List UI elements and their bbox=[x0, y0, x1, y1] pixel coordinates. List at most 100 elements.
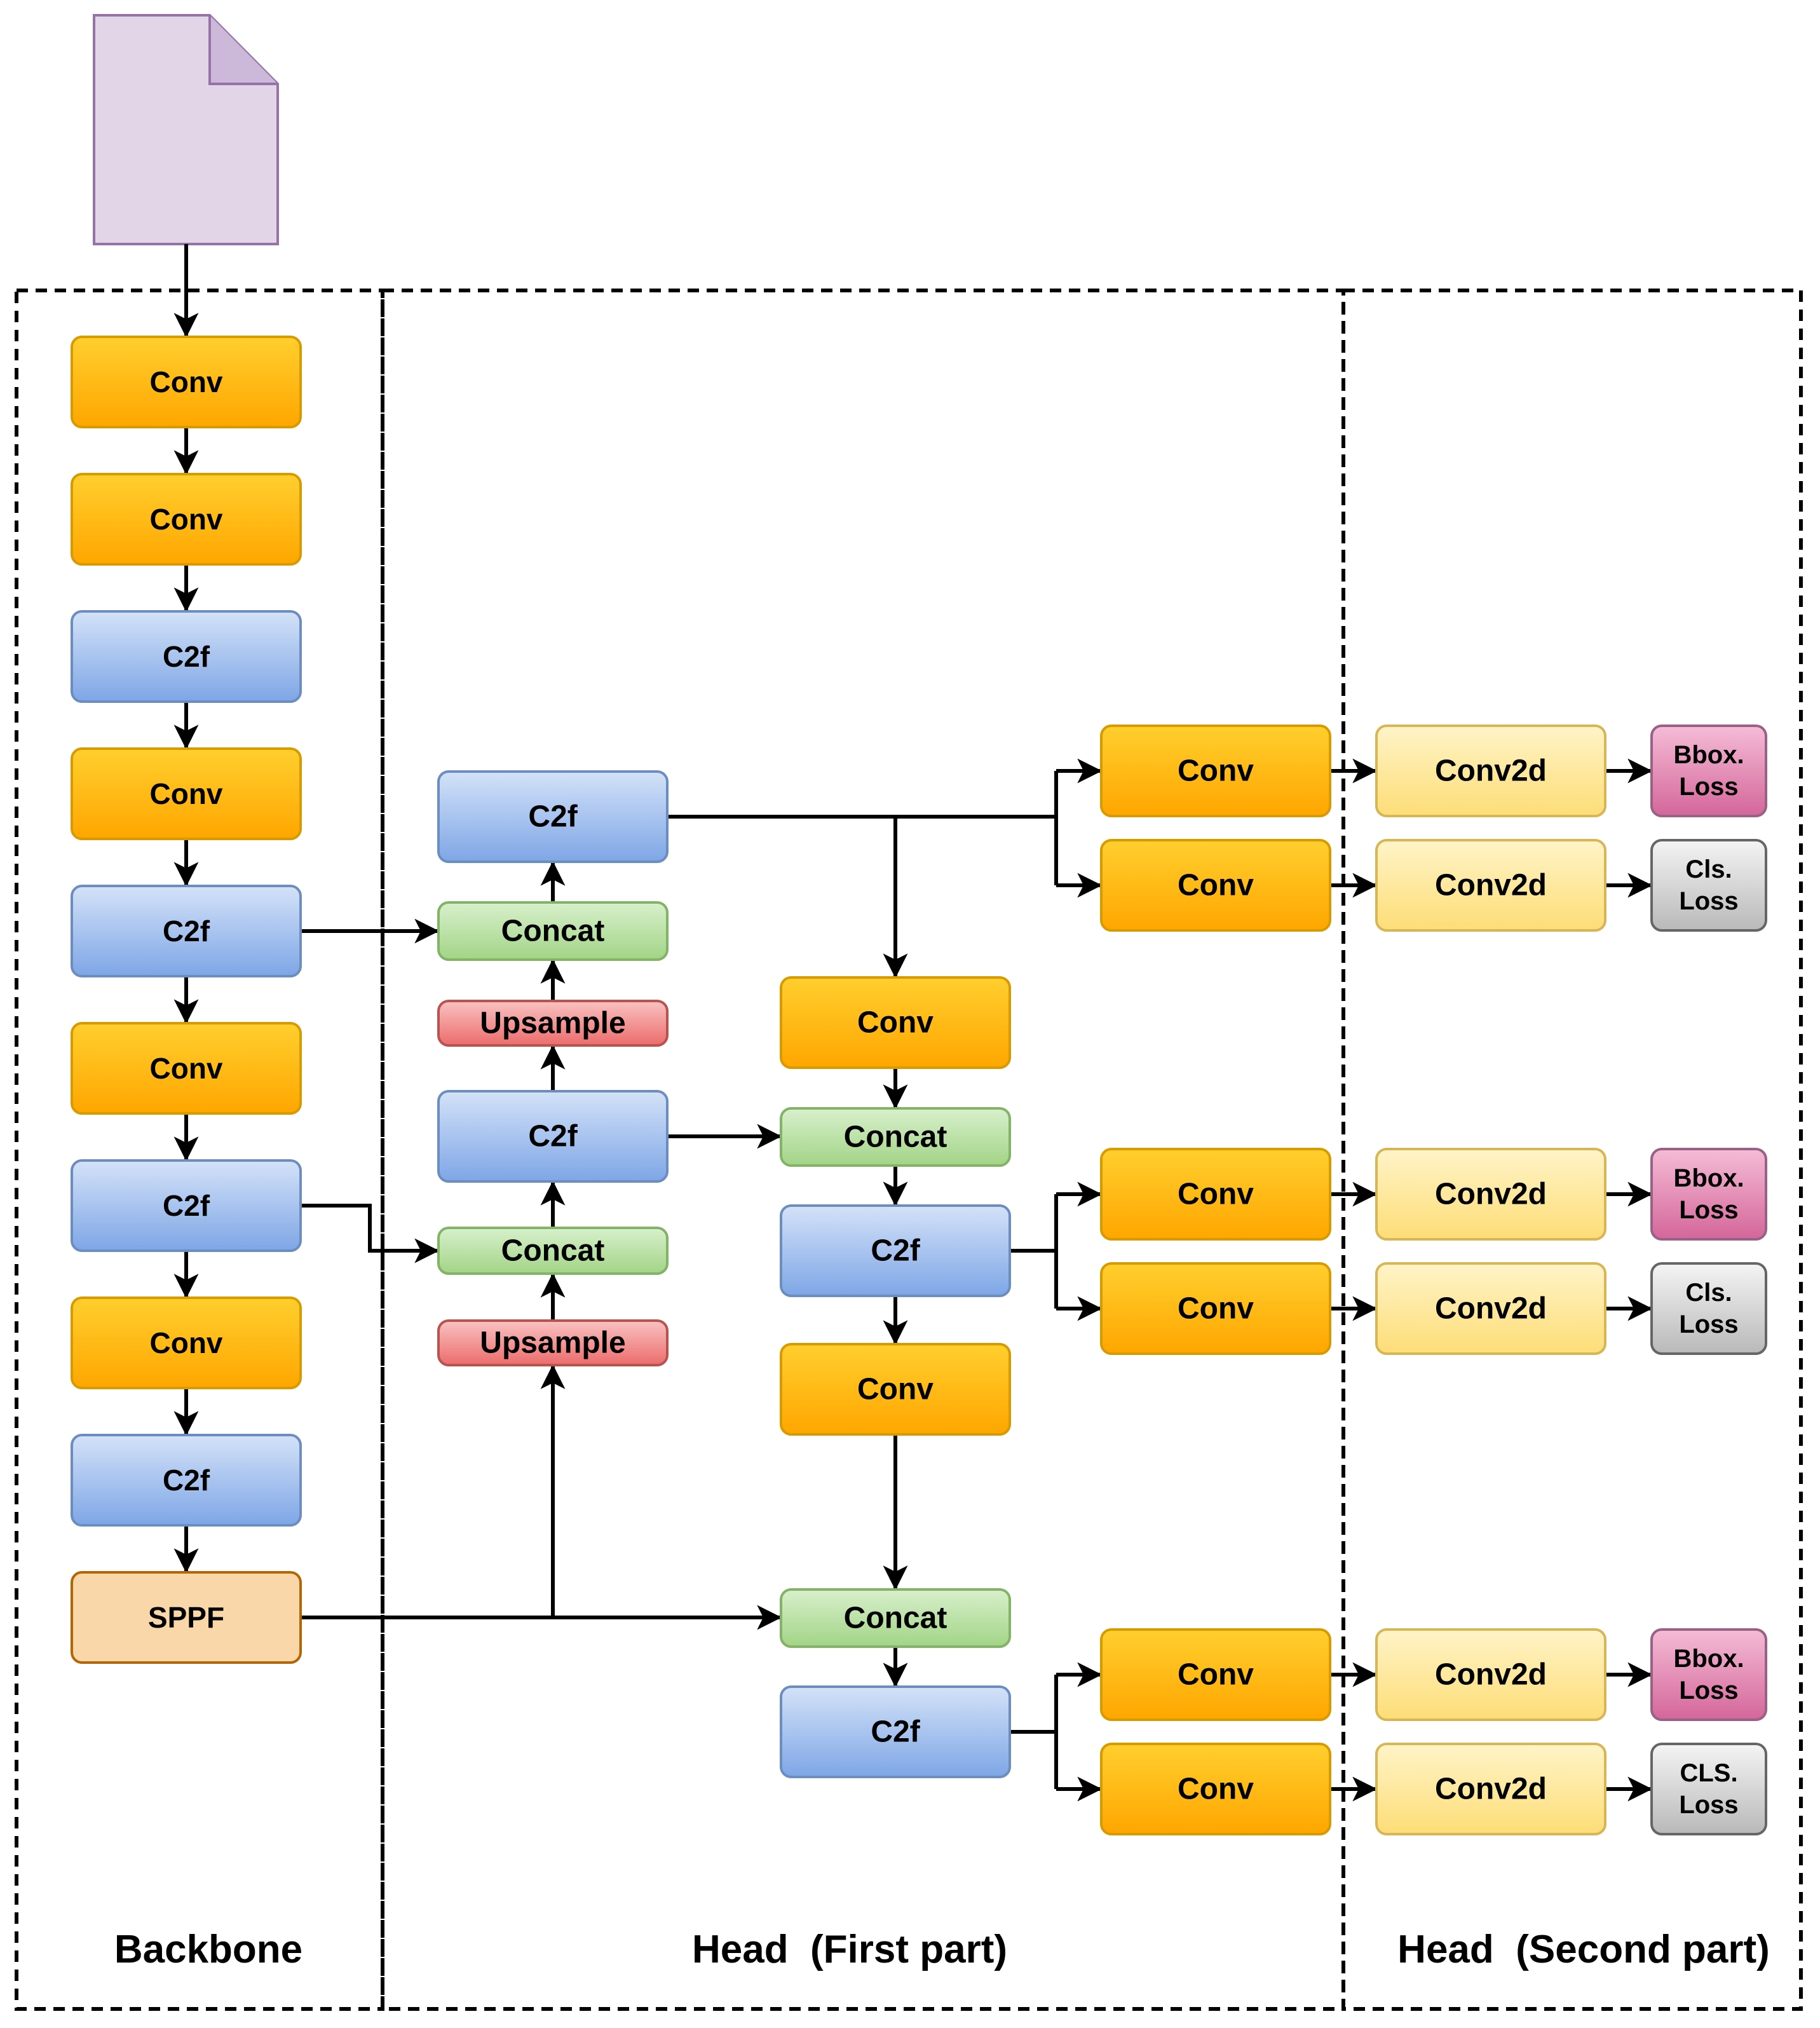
node-label: C2f bbox=[528, 1120, 578, 1154]
c2f-box bbox=[780, 1685, 1011, 1778]
node-b-c2f2: C2f bbox=[71, 885, 302, 977]
conv-box bbox=[1100, 1148, 1331, 1241]
node-label: Conv bbox=[857, 1006, 934, 1040]
node-label: Conv bbox=[1178, 1292, 1254, 1326]
node-b-conv1: Conv bbox=[71, 336, 302, 428]
node-b-conv2: Conv bbox=[71, 473, 302, 566]
concat-box bbox=[780, 1588, 1011, 1648]
concat-box bbox=[437, 901, 669, 961]
conv-box bbox=[71, 336, 302, 428]
node-label: Conv bbox=[150, 1326, 223, 1359]
node-b-c2f3: C2f bbox=[71, 1159, 302, 1252]
node-s1-cls: Cls. Loss bbox=[1650, 839, 1767, 932]
node-s2-conv-a: Conv bbox=[1100, 1148, 1331, 1241]
head-second-region bbox=[1341, 289, 1803, 2011]
c2f-box bbox=[437, 1090, 669, 1183]
node-s2-bbox: Bbox. Loss bbox=[1650, 1148, 1767, 1241]
region-borders bbox=[15, 289, 1803, 2011]
node-b-c2f1: C2f bbox=[71, 610, 302, 703]
node-h-concat2: Concat bbox=[437, 1227, 669, 1275]
node-label: Conv2d bbox=[1435, 1178, 1547, 1211]
node-s2-conv-b: Conv bbox=[1100, 1262, 1331, 1355]
node-h-c2f-mid: C2f bbox=[437, 1090, 669, 1183]
node-s3-conv2d-a: Conv2d bbox=[1375, 1628, 1606, 1721]
upsample-box bbox=[437, 1000, 669, 1047]
conv2d-box bbox=[1375, 725, 1606, 817]
conv2d-box bbox=[1375, 1262, 1606, 1355]
node-label: Loss bbox=[1679, 1310, 1738, 1338]
node-label: Conv2d bbox=[1435, 1658, 1547, 1692]
node-label: Conv bbox=[150, 503, 223, 536]
concat-box bbox=[780, 1107, 1011, 1167]
node-h-concat4: Concat bbox=[780, 1588, 1011, 1648]
node-h-c2f-top: C2f bbox=[437, 770, 669, 863]
node-label: Cls. bbox=[1685, 855, 1732, 883]
head-second-label: Head (Second part) bbox=[1397, 1928, 1770, 1971]
node-s3-bbox: Bbox.Loss bbox=[1650, 1628, 1767, 1721]
concat-box bbox=[437, 1227, 669, 1275]
node-label: Concat bbox=[501, 915, 605, 948]
cls-box bbox=[1650, 1262, 1767, 1355]
node-label: CLS. bbox=[1680, 1759, 1737, 1787]
node-label: Loss bbox=[1679, 1791, 1738, 1819]
node-b-sppf: SPPF bbox=[71, 1571, 302, 1664]
node-label: Conv2d bbox=[1435, 869, 1547, 902]
node-label: Conv bbox=[1178, 1773, 1254, 1806]
bbox-box bbox=[1650, 1148, 1767, 1241]
node-s1-bbox: Bbox.Loss bbox=[1650, 725, 1767, 817]
input-document-icon bbox=[93, 14, 279, 245]
node-s3-conv-b: Conv bbox=[1100, 1743, 1331, 1835]
node-label: Bbox. bbox=[1673, 741, 1744, 769]
node-label: Conv bbox=[857, 1373, 934, 1406]
node-s2-conv2d-a: Conv2d bbox=[1375, 1148, 1606, 1241]
node-h-c2f-b: C2f bbox=[780, 1204, 1011, 1297]
node-h-concat3: Concat bbox=[780, 1107, 1011, 1167]
c2f-box bbox=[71, 1434, 302, 1527]
node-s2-cls: Cls. Loss bbox=[1650, 1262, 1767, 1355]
cls-box bbox=[1650, 1743, 1767, 1835]
node-h-conv-a: Conv bbox=[780, 976, 1011, 1069]
node-s1-conv2d-b: Conv2d bbox=[1375, 839, 1606, 932]
node-label: Conv2d bbox=[1435, 754, 1547, 788]
conv-box bbox=[780, 976, 1011, 1069]
conv-box bbox=[1100, 839, 1331, 932]
node-label: Conv bbox=[150, 777, 223, 810]
node-b-conv3: Conv bbox=[71, 747, 302, 840]
conv2d-box bbox=[1375, 839, 1606, 932]
node-label: SPPF bbox=[148, 1601, 224, 1634]
node-label: Conv bbox=[150, 365, 223, 398]
edges bbox=[173, 244, 1653, 1802]
node-s1-conv-b: Conv bbox=[1100, 839, 1331, 932]
node-label: Conv bbox=[1178, 754, 1254, 788]
node-label: Conv bbox=[1178, 1178, 1254, 1211]
node-s1-conv-a: Conv bbox=[1100, 725, 1331, 817]
node-h-concat1: Concat bbox=[437, 901, 669, 961]
node-b-conv4: Conv bbox=[71, 1022, 302, 1115]
node-s3-conv2d-b: Conv2d bbox=[1375, 1743, 1606, 1835]
conv-box bbox=[71, 747, 302, 840]
node-h-c2f-c: C2f bbox=[780, 1685, 1011, 1778]
conv-box bbox=[1100, 725, 1331, 817]
node-label: Cls. bbox=[1685, 1279, 1732, 1307]
node-label: C2f bbox=[528, 800, 578, 834]
node-s1-conv2d-a: Conv2d bbox=[1375, 725, 1606, 817]
node-label: C2f bbox=[163, 640, 210, 673]
upsample-box bbox=[437, 1319, 669, 1366]
conv-box bbox=[1100, 1262, 1331, 1355]
node-s3-conv-a: Conv bbox=[1100, 1628, 1331, 1721]
c2f-box bbox=[71, 610, 302, 703]
nodes: ConvConvC2fConvC2fConvC2fConvC2fSPPFC2fC… bbox=[71, 336, 1767, 1835]
node-b-c2f4: C2f bbox=[71, 1434, 302, 1527]
node-h-upsample1: Upsample bbox=[437, 1000, 669, 1047]
node-label: Bbox. bbox=[1673, 1164, 1744, 1192]
node-label: Loss bbox=[1679, 1196, 1738, 1224]
node-label: Conv bbox=[150, 1052, 223, 1085]
document-fold bbox=[208, 15, 278, 85]
c2f-box bbox=[71, 1159, 302, 1252]
sppf-box bbox=[71, 1571, 302, 1664]
node-label: Loss bbox=[1679, 887, 1738, 915]
head-first-label: Head (First part) bbox=[692, 1928, 1007, 1971]
conv2d-box bbox=[1375, 1148, 1606, 1241]
conv2d-box bbox=[1375, 1628, 1606, 1721]
